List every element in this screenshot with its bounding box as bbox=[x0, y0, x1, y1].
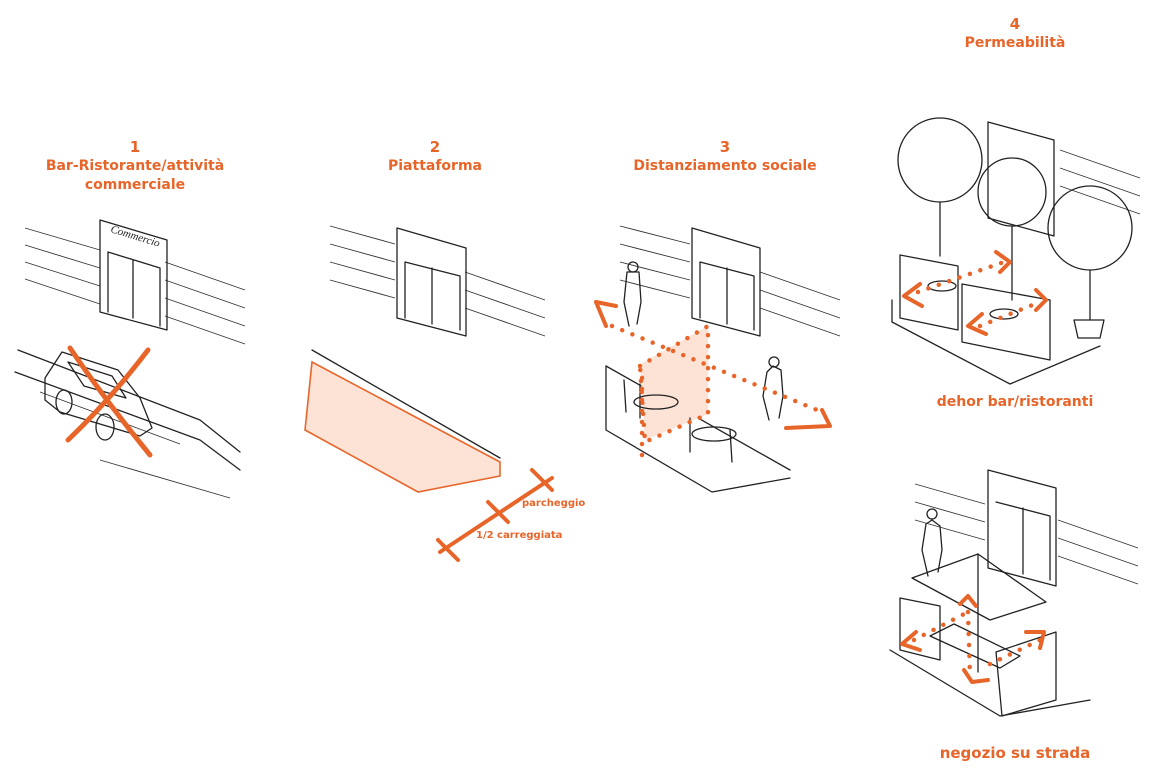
step-1-title: Bar-Ristorante/attività commerciale bbox=[45, 158, 225, 194]
dehor-access-arrows bbox=[902, 250, 1048, 336]
sketch-3-distancing bbox=[605, 225, 841, 493]
step-4-heading: 4 Permeabilità bbox=[920, 14, 1110, 53]
dimension-marks bbox=[436, 468, 554, 562]
shop-access-arrows bbox=[900, 594, 1046, 684]
step-4-number: 4 bbox=[1009, 15, 1021, 33]
commercio-sign: Commercio bbox=[109, 223, 162, 250]
sketch-1-shopfront bbox=[14, 219, 246, 499]
parking-label: parcheggio bbox=[522, 498, 586, 509]
sketch-4a-dehor bbox=[891, 117, 1141, 385]
cross-out-mark bbox=[65, 345, 153, 458]
sketch-4b-shop bbox=[889, 469, 1139, 717]
sketch-2-platform bbox=[304, 225, 546, 493]
step-3-heading: 3 Distanziamento sociale bbox=[610, 137, 840, 176]
step-2-heading: 2 Piattaforma bbox=[340, 137, 530, 176]
step-4-title: Permeabilità bbox=[964, 35, 1066, 52]
shop-caption: negozio su strada bbox=[939, 744, 1091, 762]
step-1-number: 1 bbox=[129, 138, 141, 156]
step-2-title: Piattaforma bbox=[388, 158, 482, 175]
car-icon bbox=[44, 351, 153, 441]
dehor-caption: dehor bar/ristoranti bbox=[936, 394, 1094, 410]
step-3-title: Distanziamento sociale bbox=[633, 158, 817, 175]
distancing-paths bbox=[594, 300, 832, 458]
step-3-number: 3 bbox=[719, 138, 731, 156]
half-road-label: 1/2 carreggiata bbox=[476, 530, 563, 541]
step-2-number: 2 bbox=[429, 138, 441, 156]
step-1-heading: 1 Bar-Ristorante/attività commerciale bbox=[0, 137, 270, 195]
